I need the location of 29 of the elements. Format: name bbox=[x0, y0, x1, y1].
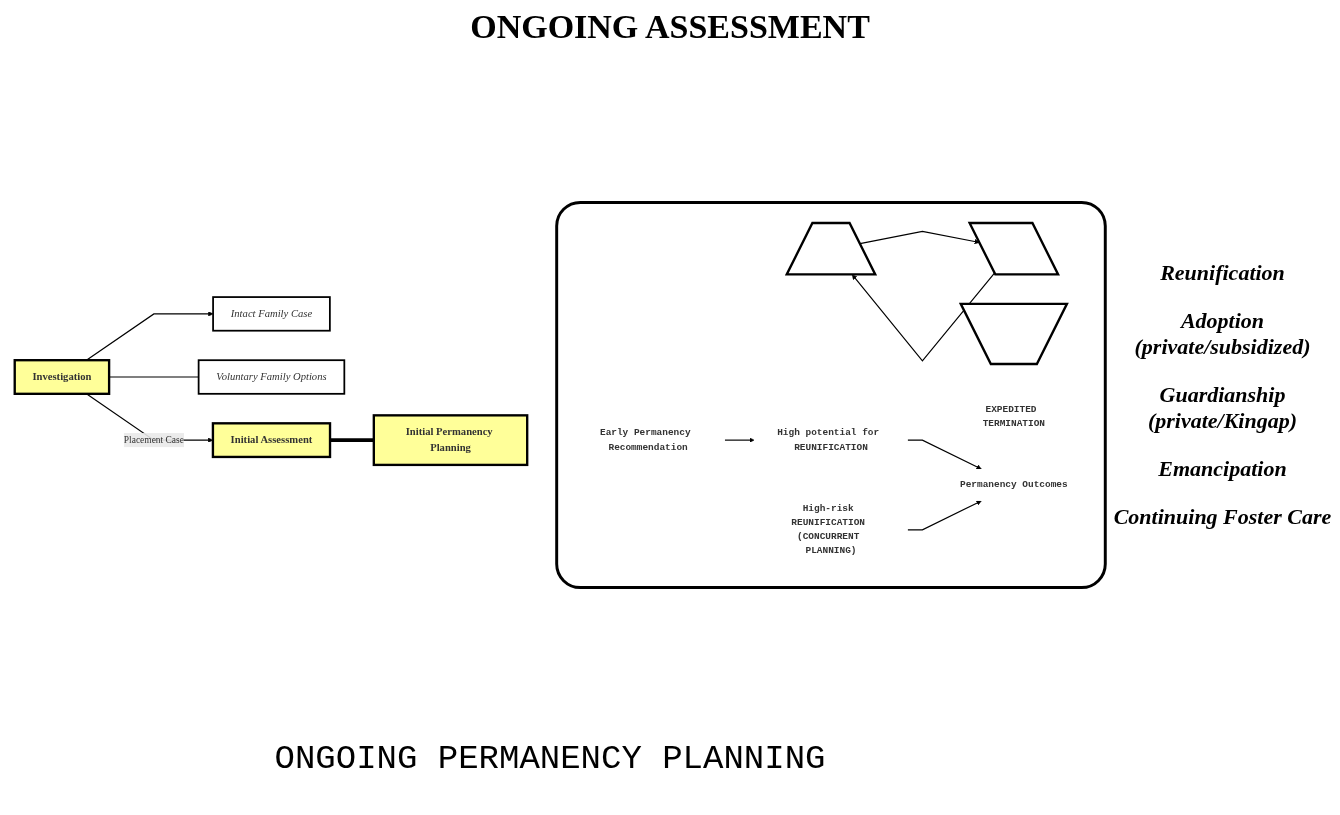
diagram-title: ONGOING ASSESSMENT bbox=[469, 8, 871, 46]
outcome-label: Continuing Foster Care bbox=[1113, 504, 1332, 530]
outcome-label: Emancipation bbox=[1158, 456, 1287, 482]
outcome-label: Adoption (private/subsidized) bbox=[1133, 308, 1312, 360]
cluster bbox=[555, 200, 1107, 590]
node-text: EXPEDITED TERMINATION bbox=[982, 404, 1045, 429]
arrow bbox=[859, 230, 980, 245]
node-text: High potential for REUNIFICATION bbox=[777, 427, 880, 453]
outcome-label: Reunification bbox=[1160, 260, 1285, 286]
arrow bbox=[85, 311, 214, 361]
arrow bbox=[724, 437, 755, 443]
node-trapezoid bbox=[958, 302, 1069, 366]
node-parallelogram bbox=[967, 221, 1060, 276]
edge-label: Placement Case bbox=[123, 434, 184, 445]
diagram-caption: ONGOING PERMANENCY PLANNING bbox=[273, 740, 827, 778]
node-trapezoid bbox=[784, 221, 878, 276]
arrow bbox=[907, 439, 982, 470]
node-box: Initial Permanency Planning bbox=[372, 414, 529, 467]
node-box: Voluntary Family Options bbox=[197, 359, 346, 395]
arrow bbox=[851, 272, 996, 362]
node-text: Early Permanency Recommendation bbox=[599, 427, 691, 453]
connector bbox=[330, 438, 374, 442]
arrow bbox=[907, 500, 982, 531]
node-text: High-risk REUNIFICATION (CONCURRENT PLANNING) bbox=[791, 503, 865, 557]
outcome-label: Guardianship (private/Kingap) bbox=[1146, 382, 1299, 434]
node-box: Initial Assessment bbox=[211, 422, 332, 459]
node-box: Intact Family Case bbox=[212, 296, 331, 332]
node-box: Investigation bbox=[13, 359, 111, 395]
node-text: Permanency Outcomes bbox=[960, 479, 1068, 491]
